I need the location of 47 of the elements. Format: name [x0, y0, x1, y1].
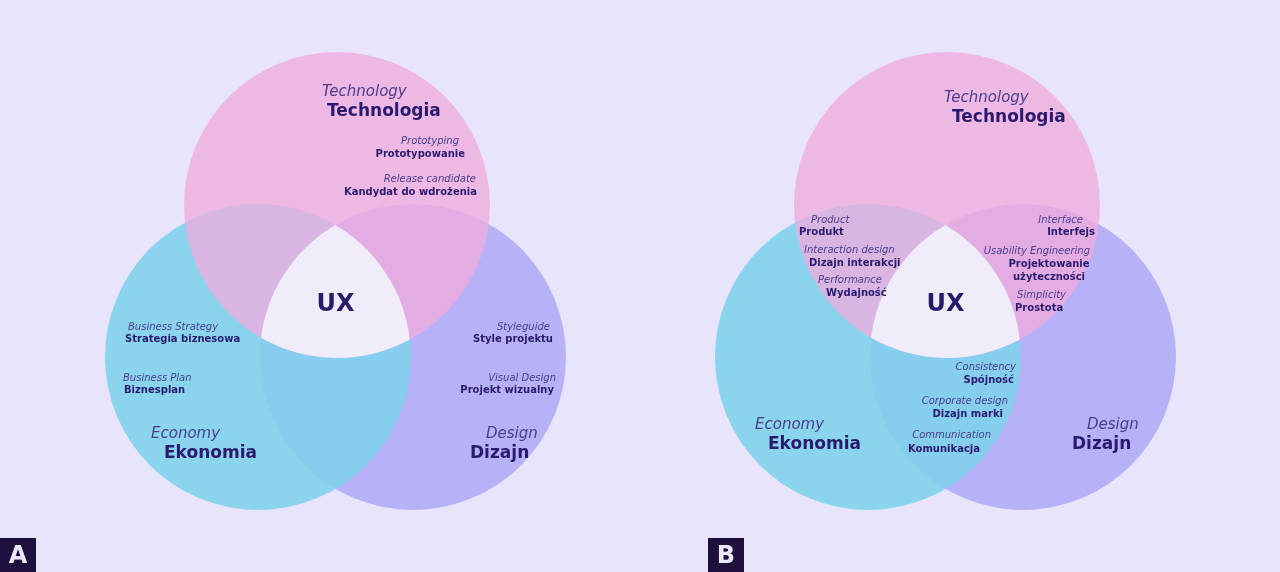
polish-term: Spójność [963, 374, 1014, 387]
circle-title: Ekonomia [164, 442, 257, 464]
english-term: Simplicity [1017, 289, 1066, 302]
circle-title: Technologia [952, 106, 1066, 128]
polish-term: Dizajn marki [932, 408, 1003, 421]
polish-term: Interfejs [1047, 226, 1095, 239]
polish-term: Prototypowanie [375, 148, 465, 161]
polish-term: Projektowanie użyteczności [1007, 258, 1091, 283]
english-term: Interface [1038, 214, 1083, 227]
circle-subtitle: Technology [944, 88, 1029, 107]
circle-title: Dizajn [1072, 433, 1132, 455]
circle-subtitle: Economy [755, 415, 825, 434]
circle-subtitle: Economy [151, 424, 221, 443]
center-title: UX [926, 288, 965, 318]
polish-term: Biznesplan [124, 384, 186, 397]
polish-term: Style projektu [473, 333, 553, 346]
english-term: Business Plan [123, 372, 192, 385]
english-term: Usability Engineering [983, 245, 1090, 258]
circle-subtitle: Technology [322, 82, 407, 101]
polish-term: Projekt wizualny [460, 384, 554, 397]
english-term: Consistency [955, 361, 1016, 374]
polish-term: Produkt [799, 226, 844, 239]
polish-term: Wydajność [826, 287, 887, 300]
english-term: Prototyping [401, 135, 459, 148]
circle-title: Dizajn [470, 442, 530, 464]
english-term: Styleguide [496, 321, 550, 334]
circle-title: Technologia [327, 100, 441, 122]
english-term: Visual Design [488, 372, 556, 385]
panel-badge: A [0, 538, 36, 572]
english-term: Product [811, 214, 850, 227]
english-term: Communication [912, 429, 991, 442]
english-term: Corporate design [921, 395, 1008, 408]
panel-badge: B [708, 538, 744, 572]
english-term: Release candidate [383, 173, 476, 186]
polish-term: Prostota [1015, 302, 1064, 315]
polish-term: Komunikacja [907, 443, 980, 456]
polish-term: Kandydat do wdrożenia [343, 186, 477, 199]
english-term: Interaction design [804, 244, 895, 257]
circle-subtitle: Design [486, 424, 538, 443]
circle-subtitle: Design [1087, 415, 1139, 434]
english-term: Business Strategy [128, 321, 219, 334]
center-region [261, 225, 410, 358]
polish-term: Strategia biznesowa [125, 333, 241, 346]
polish-term: Dizajn interakcji [809, 257, 901, 270]
circle-title: Ekonomia [768, 433, 861, 455]
center-title: UX [316, 288, 355, 318]
english-term: Performance [818, 274, 882, 287]
